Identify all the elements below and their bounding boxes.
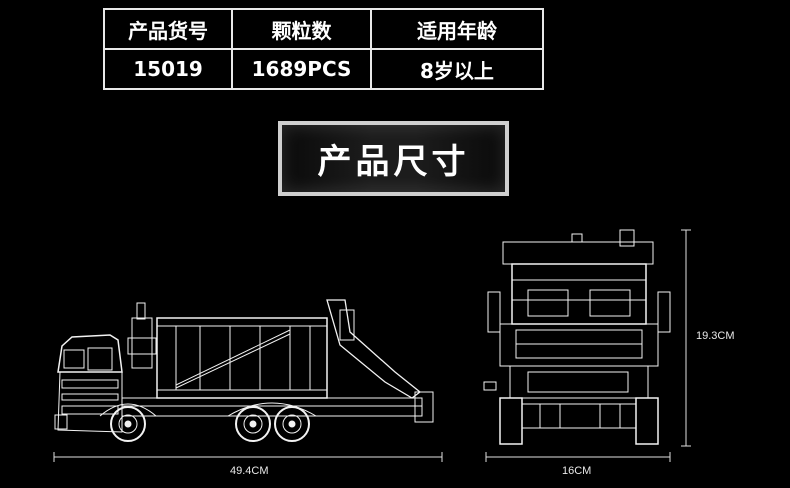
value-piece-count: 1689PCS — [231, 48, 372, 90]
section-title-frame: 产品尺寸 — [278, 121, 509, 196]
section-title: 产品尺寸 — [317, 142, 470, 182]
value-age: 8岁以上 — [369, 48, 545, 90]
header-piece-count: 颗粒数 — [231, 8, 372, 50]
header-item-number: 产品货号 — [102, 8, 234, 50]
spec-table: 产品货号 颗粒数 适用年龄 15019 1689PCS 8岁以上 — [102, 8, 545, 90]
dimension-lines — [53, 229, 691, 462]
length-label: 49.4CM — [230, 465, 269, 477]
value-item-number: 15019 — [102, 48, 234, 90]
width-label: 16CM — [562, 465, 592, 477]
spec-value-row: 15019 1689PCS 8岁以上 — [102, 48, 545, 90]
height-label: 19.3CM — [696, 330, 735, 342]
truck-side-view — [54, 299, 434, 442]
spec-header-row: 产品货号 颗粒数 适用年龄 — [102, 8, 545, 50]
truck-front-view — [483, 229, 671, 445]
header-age: 适用年龄 — [369, 8, 545, 50]
